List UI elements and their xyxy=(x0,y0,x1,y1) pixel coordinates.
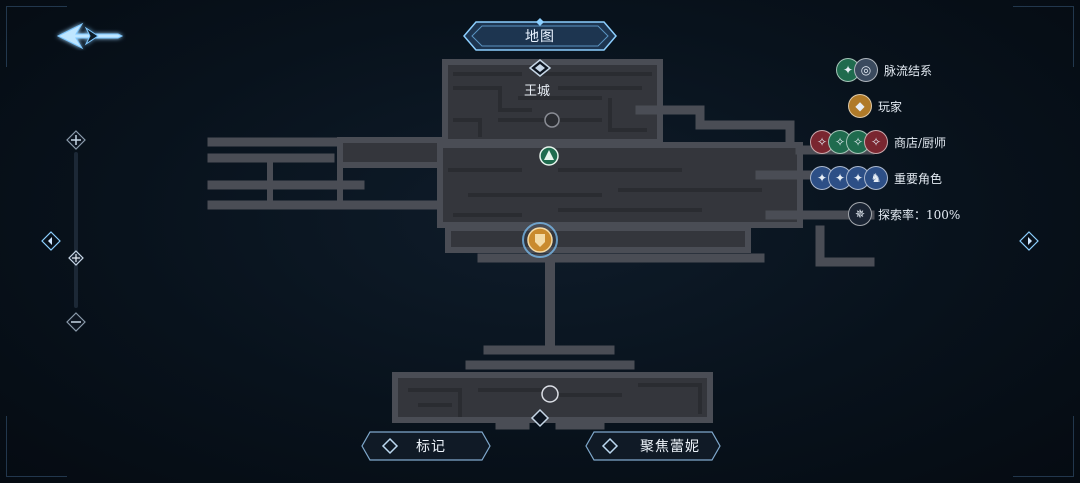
legend-label: 玩家 xyxy=(878,99,903,114)
legend-label: 脉流结系 xyxy=(884,63,933,78)
legend-label: 商店/厨师 xyxy=(894,135,947,150)
zoom-out-button[interactable] xyxy=(66,312,86,332)
locked-gate-icon xyxy=(544,112,560,128)
pulse-node-marker[interactable] xyxy=(539,146,559,166)
legend-item-pulse[interactable]: ✦ ◎ 脉流结系 xyxy=(836,58,932,82)
focus-renee-button[interactable]: 聚焦蕾妮 xyxy=(584,430,722,462)
frame-corner xyxy=(6,416,67,477)
frame-corner xyxy=(6,6,67,67)
character-marker[interactable] xyxy=(541,385,559,403)
legend-label: 重要角色 xyxy=(894,171,943,186)
bottom-diamond-icon xyxy=(530,408,550,428)
frame-corner xyxy=(1013,416,1074,477)
player-marker[interactable] xyxy=(522,222,558,258)
zoom-track[interactable] xyxy=(74,152,78,308)
double-diamond-right-icon xyxy=(1019,231,1039,251)
map-title-plate: 地图 xyxy=(462,18,618,54)
back-button[interactable] xyxy=(52,16,126,56)
character-icon-d: ♞ xyxy=(864,166,888,190)
exploration-rate: 探索率：100% xyxy=(878,207,961,222)
focus-button-label: 聚焦蕾妮 xyxy=(640,439,700,455)
frame-corner xyxy=(1013,6,1074,67)
spiral-icon: ◎ xyxy=(854,58,878,82)
region-diamond-icon xyxy=(528,59,552,77)
legend-item-characters[interactable]: ✦ ✦ ✦ ♞ 重要角色 xyxy=(810,166,942,190)
title-frame-ornament xyxy=(463,18,617,51)
scroll-right-button[interactable] xyxy=(1018,230,1040,252)
double-diamond-left-icon xyxy=(41,231,61,251)
button-frame xyxy=(585,431,721,461)
compass-star-icon: ✵ xyxy=(848,202,872,226)
button-frame xyxy=(361,431,491,461)
map-corridors xyxy=(207,59,875,430)
zoom-in-button[interactable] xyxy=(66,130,86,150)
region-label: 王城 xyxy=(524,84,551,99)
mark-button-label: 标记 xyxy=(416,439,446,455)
zoom-in-icon xyxy=(66,130,86,150)
back-arrow-icon xyxy=(56,22,124,50)
chef-icon: ✧ xyxy=(864,130,888,154)
zoom-handle[interactable] xyxy=(66,248,86,268)
legend-item-exploration: ✵ 探索率：100% xyxy=(848,202,960,226)
zoom-out-icon xyxy=(66,312,86,332)
page-title: 地图 xyxy=(525,29,555,45)
scroll-left-button[interactable] xyxy=(40,230,62,252)
player-shield-icon: ◆ xyxy=(848,94,872,118)
mark-button[interactable]: 标记 xyxy=(360,430,492,462)
zoom-slider[interactable] xyxy=(62,128,90,334)
legend-item-shop[interactable]: ✧ ✧ ✧ ✧ 商店/厨师 xyxy=(810,130,946,154)
legend-item-player[interactable]: ◆ 玩家 xyxy=(848,94,902,118)
zoom-handle-icon xyxy=(68,250,84,266)
